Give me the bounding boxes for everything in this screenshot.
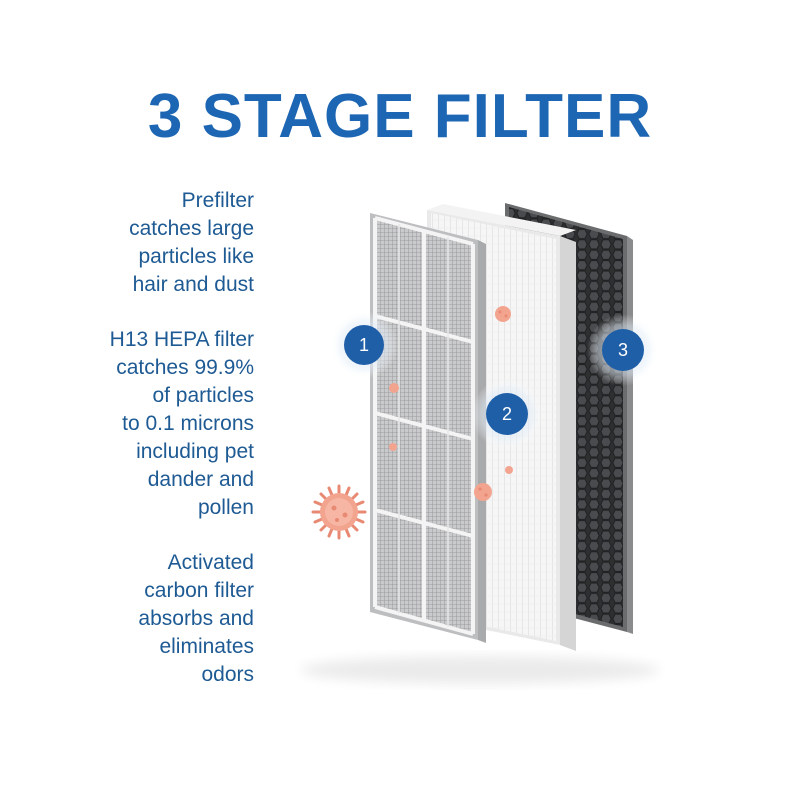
stage-2-number: 2 bbox=[502, 404, 512, 424]
particles bbox=[311, 306, 513, 540]
desc-line: absorbs and bbox=[138, 607, 254, 630]
desc-line: pollen bbox=[197, 496, 254, 519]
stage-2-badge: 2 bbox=[471, 378, 543, 450]
particle-icon bbox=[495, 306, 511, 322]
desc-line: catches large bbox=[129, 217, 254, 240]
stage-3-number: 3 bbox=[618, 340, 628, 360]
stage-3-badge: 3 bbox=[587, 314, 659, 386]
desc-line: to 0.1 microns bbox=[122, 412, 254, 435]
particle-icon bbox=[389, 443, 397, 451]
particle-icon bbox=[474, 483, 492, 501]
desc-line: dander and bbox=[147, 468, 254, 491]
desc-line: eliminates bbox=[159, 635, 254, 658]
desc-line: Prefilter bbox=[181, 189, 254, 212]
desc-line: Activated bbox=[167, 551, 254, 574]
particle-icon bbox=[505, 466, 513, 474]
hepa-filter-description: H13 HEPA filter catches 99.9% of particl… bbox=[0, 326, 254, 522]
carbon-filter-description: Activated carbon filter absorbs and elim… bbox=[0, 549, 254, 689]
floor-shadow bbox=[300, 656, 660, 684]
desc-line: including pet bbox=[136, 440, 254, 463]
desc-line: carbon filter bbox=[144, 579, 254, 602]
particle-icon bbox=[389, 383, 399, 393]
desc-line: H13 HEPA filter bbox=[109, 328, 254, 351]
desc-line: odors bbox=[201, 663, 254, 686]
desc-line: particles like bbox=[138, 245, 254, 268]
desc-line: hair and dust bbox=[132, 273, 254, 296]
stage-1-number: 1 bbox=[359, 335, 369, 355]
desc-line: of particles bbox=[152, 384, 254, 407]
large-particle-icon bbox=[311, 484, 367, 540]
prefilter-panel bbox=[370, 213, 486, 643]
desc-line: catches 99.9% bbox=[116, 356, 254, 379]
page-title: 3 STAGE FILTER bbox=[147, 82, 653, 151]
stage-1-badge: 1 bbox=[330, 311, 398, 379]
prefilter-description: Prefilter catches large particles like h… bbox=[0, 187, 254, 299]
